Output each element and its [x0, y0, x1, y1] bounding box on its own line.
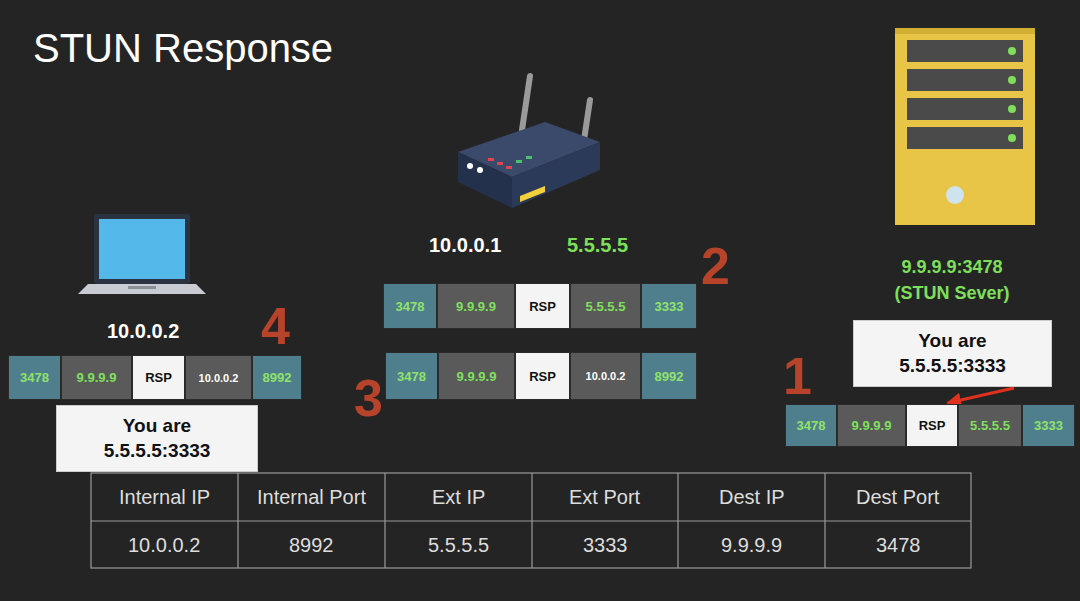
- ip-cell: 9.9.9.9: [837, 404, 906, 447]
- ip-cell: 9.9.9.9: [61, 355, 132, 400]
- node-text: 9.9.9.9: [77, 370, 117, 385]
- node-text: RSP: [919, 418, 946, 433]
- table-cell: 3478: [876, 533, 921, 557]
- table-header: Ext Port: [569, 485, 640, 509]
- ip-cell: 9.9.9.9: [438, 352, 515, 400]
- node-text: 9.9.9.9: [456, 299, 496, 314]
- pointer-arrow: [948, 388, 1014, 403]
- ip-cell: 10.0.0.2: [570, 352, 641, 400]
- callout-number: 4: [261, 300, 290, 352]
- callout-number: 3: [354, 372, 383, 424]
- node-text: 3478: [20, 370, 49, 385]
- type-cell: RSP: [906, 404, 958, 447]
- node-text: 5.5.5.5: [586, 299, 626, 314]
- table-header: Ext IP: [432, 485, 485, 509]
- table-grid: [91, 473, 971, 568]
- table-cell: 8992: [289, 533, 334, 557]
- node-text: 8992: [655, 369, 684, 384]
- port-cell: 3333: [1022, 404, 1075, 447]
- node-text: RSP: [529, 369, 556, 384]
- port-cell: 3478: [8, 355, 61, 400]
- ip-label: 10.0.0.1: [429, 233, 501, 257]
- table-cell: 10.0.0.2: [128, 533, 200, 557]
- port-cell: 3478: [785, 404, 837, 447]
- table-header: Dest IP: [719, 485, 785, 509]
- ip-label: 10.0.0.2: [107, 319, 179, 343]
- table-header: Internal IP: [119, 485, 210, 509]
- table-cell: 3333: [583, 533, 628, 557]
- node-text: 9.9.9.9: [852, 418, 892, 433]
- callout-number: 1: [783, 350, 812, 402]
- port-cell: 3478: [385, 352, 438, 400]
- port-cell: 3333: [641, 283, 697, 329]
- node-text: 9.9.9.9: [457, 369, 497, 384]
- laptop-icon: [78, 214, 206, 294]
- ip-cell: 10.0.0.2: [185, 355, 252, 400]
- message-box: You are 5.5.5.5:3333: [56, 405, 258, 472]
- node-text: 3478: [396, 299, 425, 314]
- ip-cell: 9.9.9.9: [437, 283, 515, 329]
- node-text: 3478: [797, 418, 826, 433]
- port-cell: 8992: [641, 352, 697, 400]
- ip-label: 5.5.5.5: [567, 233, 628, 257]
- node-text: 10.0.0.2: [199, 372, 239, 384]
- table-header: Dest Port: [856, 485, 939, 509]
- callout-number: 2: [701, 240, 730, 292]
- node-text: 5.5.5.5: [970, 418, 1010, 433]
- node-text: RSP: [145, 370, 172, 385]
- ip-cell: 5.5.5.5: [958, 404, 1022, 447]
- port-cell: 8992: [252, 355, 302, 400]
- node-text: 10.0.0.2: [586, 370, 626, 382]
- server-icon: [895, 28, 1035, 225]
- table-header: Internal Port: [257, 485, 366, 509]
- ip-cell: 5.5.5.5: [570, 283, 641, 329]
- type-cell: RSP: [515, 283, 570, 329]
- node-text: You are 5.5.5.5:3333: [67, 414, 247, 463]
- node-text: 3333: [655, 299, 684, 314]
- type-cell: RSP: [132, 355, 185, 400]
- table-cell: 9.9.9.9: [721, 533, 782, 557]
- port-cell: 3478: [383, 283, 437, 329]
- node-text: 3478: [397, 369, 426, 384]
- type-cell: RSP: [515, 352, 570, 400]
- node-text: You are 5.5.5.5:3333: [864, 329, 1041, 378]
- slide-title: STUN Response: [33, 24, 333, 72]
- server-label: 9.9.9.9:3478 (STUN Sever): [872, 254, 1032, 306]
- router-icon: [458, 76, 600, 208]
- message-box: You are 5.5.5.5:3333: [853, 320, 1052, 387]
- table-cell: 5.5.5.5: [428, 533, 489, 557]
- node-text: 3333: [1034, 418, 1063, 433]
- node-text: RSP: [529, 299, 556, 314]
- node-text: 8992: [263, 370, 292, 385]
